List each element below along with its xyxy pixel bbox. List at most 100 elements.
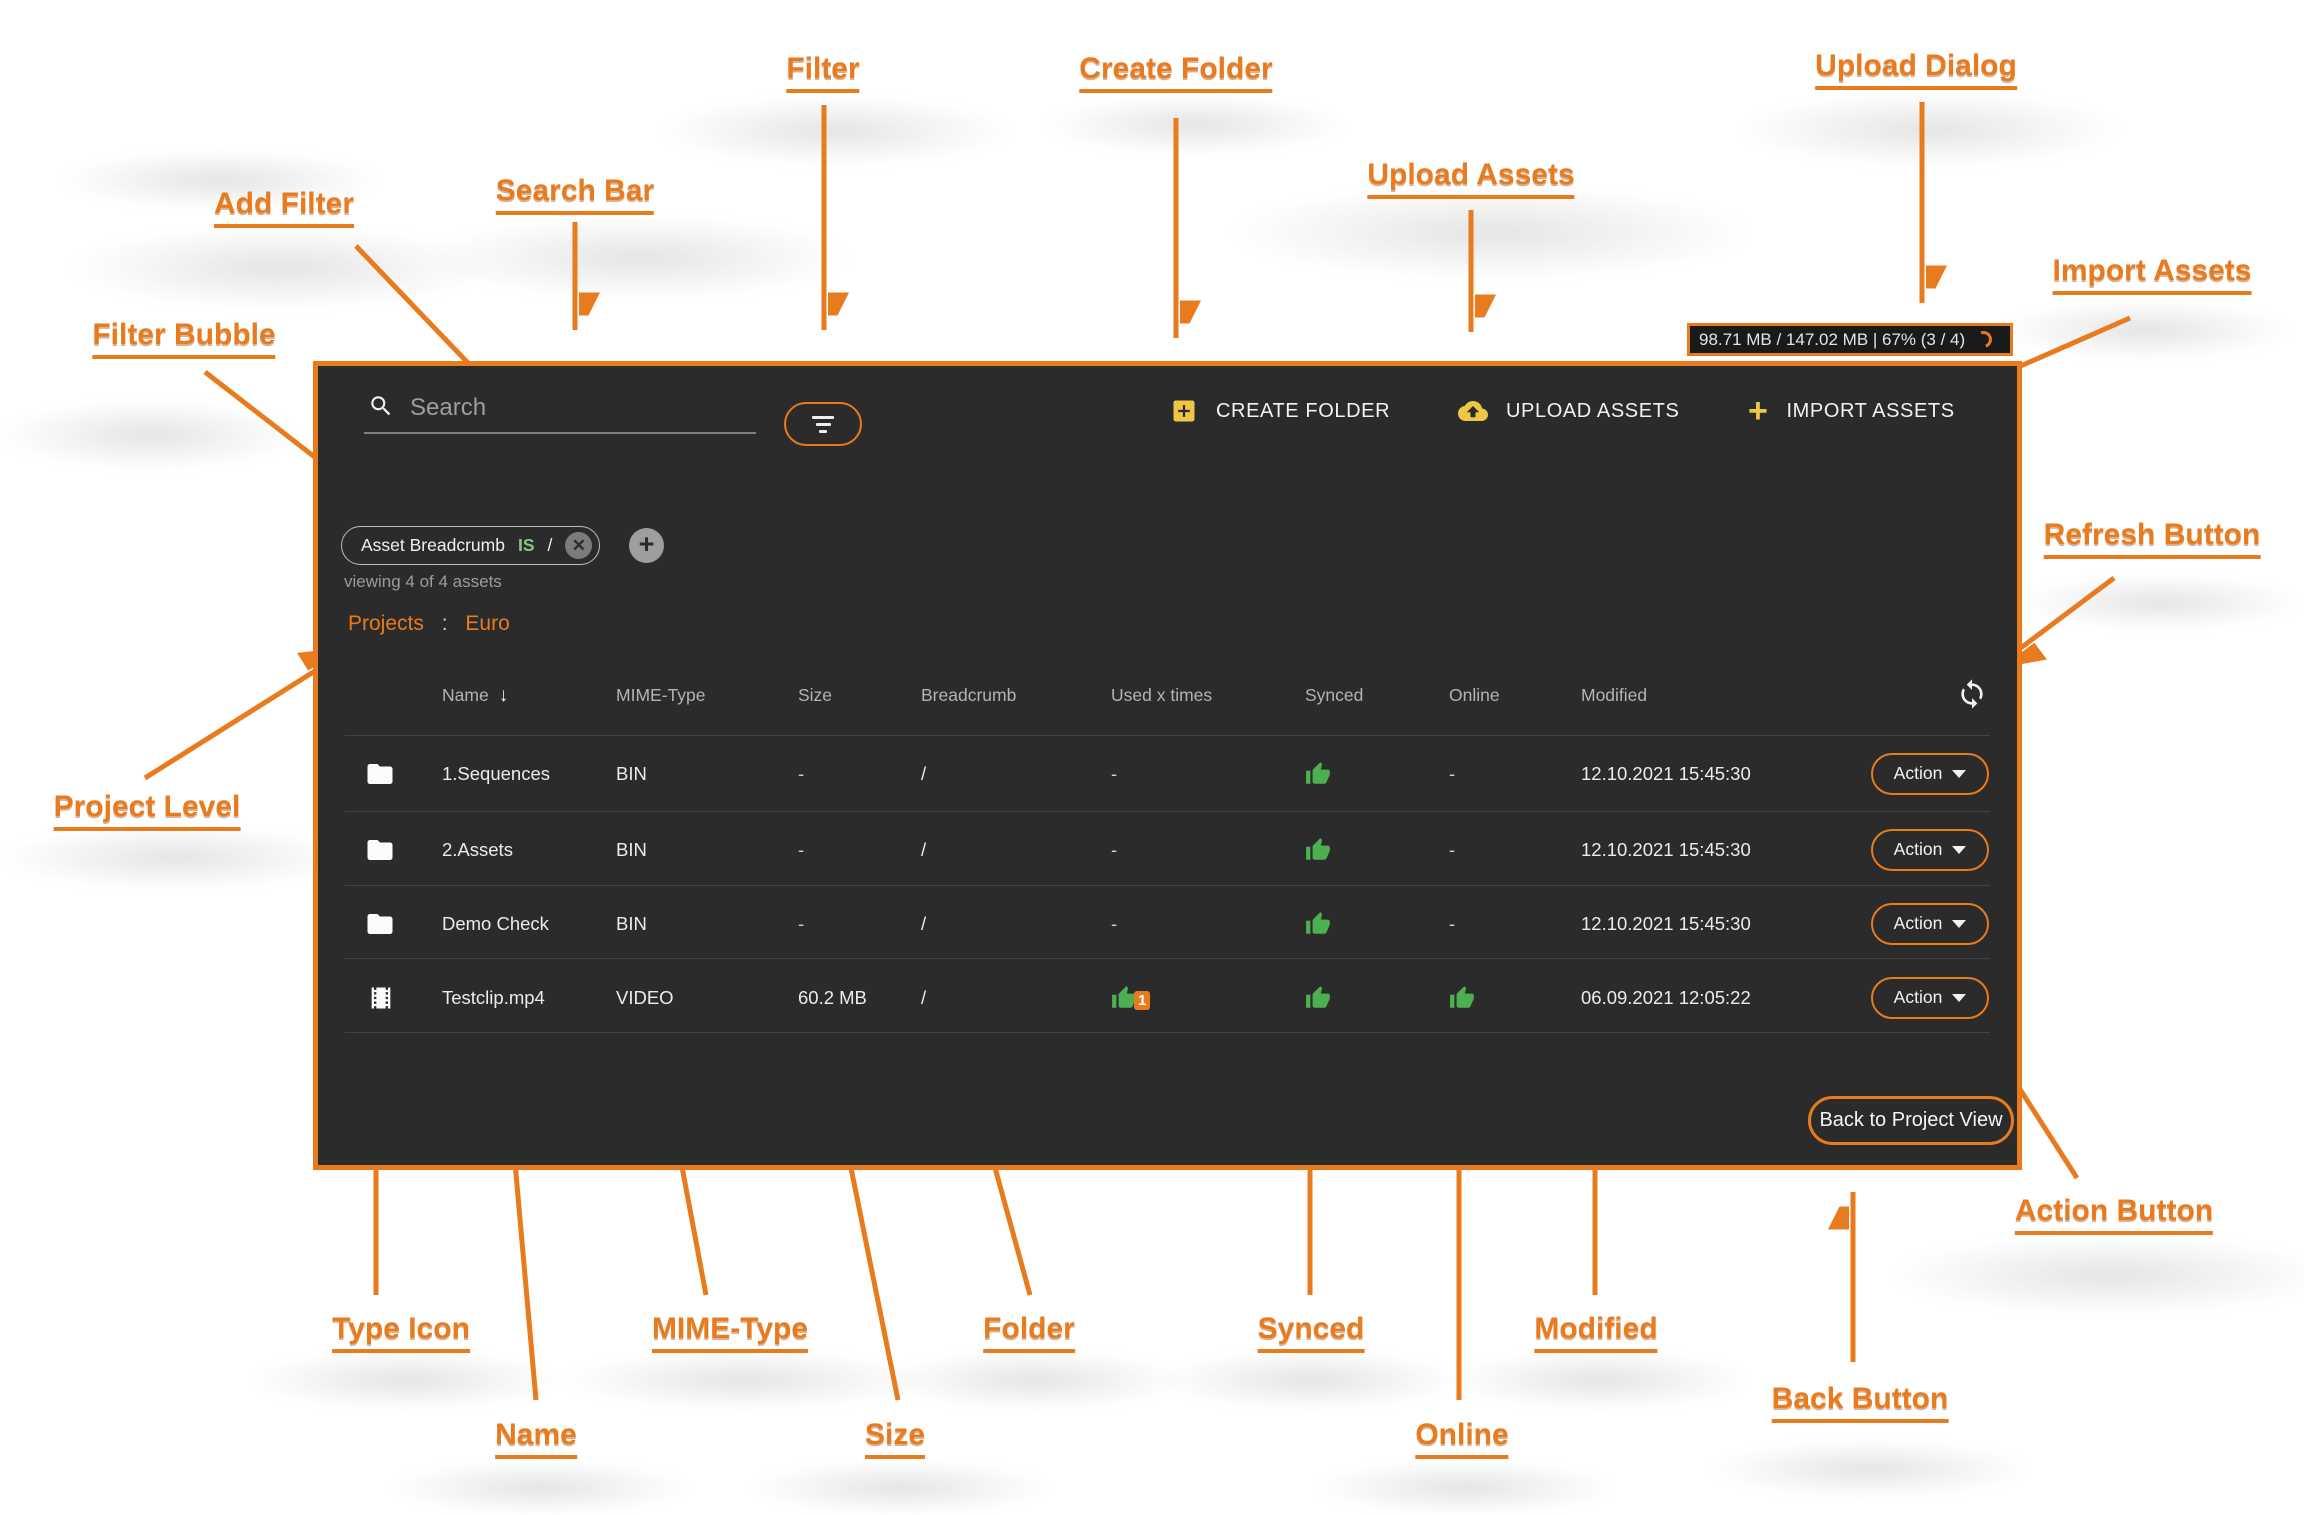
row-divider bbox=[345, 811, 1990, 812]
table-row[interactable]: Demo Check BIN - / - - 12.10.2021 15:45:… bbox=[318, 887, 2017, 961]
table-row[interactable]: Testclip.mp4 VIDEO 60.2 MB / 1 06.09.202… bbox=[318, 961, 2017, 1035]
label-upload-assets: Upload Assets bbox=[1367, 158, 1575, 199]
label-modified: Modified bbox=[1534, 1312, 1658, 1353]
shadow-blob bbox=[1315, 1460, 1615, 1515]
filter-bubble-value: / bbox=[547, 535, 553, 555]
label-upload-dialog: Upload Dialog bbox=[1815, 49, 2017, 90]
label-name: Name bbox=[495, 1418, 577, 1459]
caret-down-icon bbox=[1952, 846, 1967, 854]
filter-button[interactable] bbox=[784, 402, 862, 446]
breadcrumb-projects-link[interactable]: Projects bbox=[348, 612, 424, 635]
table-row[interactable]: 1.Sequences BIN - / - - 12.10.2021 15:45… bbox=[318, 737, 2017, 811]
online-thumbs-up-icon bbox=[1449, 985, 1475, 1011]
asset-mime: BIN bbox=[616, 763, 647, 784]
shadow-blob bbox=[70, 225, 490, 310]
asset-modified: 12.10.2021 15:45:30 bbox=[1581, 763, 1751, 784]
row-divider bbox=[345, 735, 1990, 736]
column-header-modified[interactable]: Modified bbox=[1581, 685, 1648, 705]
column-header-name[interactable]: Name↓ bbox=[442, 685, 509, 706]
folder-type-icon bbox=[365, 835, 395, 865]
refresh-icon bbox=[1961, 679, 1983, 709]
filter-bubble[interactable]: Asset Breadcrumb IS / ✕ bbox=[341, 526, 601, 565]
label-folder: Folder bbox=[983, 1312, 1075, 1353]
shadow-blob bbox=[1740, 92, 2120, 167]
shadow-blob bbox=[1045, 95, 1345, 155]
action-button[interactable]: Action bbox=[1871, 903, 1989, 945]
shadow-blob bbox=[1160, 1350, 1460, 1410]
shadow-blob bbox=[1230, 185, 1750, 280]
column-header-synced[interactable]: Synced bbox=[1305, 685, 1364, 705]
label-import-assets: Import Assets bbox=[2052, 254, 2252, 295]
filter-bubble-operator: IS bbox=[517, 535, 535, 555]
cloud-upload-icon bbox=[1458, 401, 1488, 421]
label-synced: Synced bbox=[1257, 1312, 1365, 1353]
caret-down-icon bbox=[1952, 994, 1967, 1002]
label-online: Online bbox=[1415, 1418, 1509, 1459]
synced-thumbs-up-icon bbox=[1305, 911, 1331, 937]
search-icon bbox=[371, 396, 391, 416]
asset-online: - bbox=[1449, 763, 1456, 784]
asset-breadcrumb: / bbox=[921, 763, 927, 784]
import-assets-label: IMPORT ASSETS bbox=[1786, 399, 1955, 422]
asset-size: - bbox=[798, 913, 805, 934]
asset-used: - bbox=[1111, 763, 1118, 784]
shadow-blob bbox=[430, 215, 850, 300]
asset-name: 2.Assets bbox=[442, 839, 513, 860]
shadow-blob bbox=[1450, 1350, 1750, 1410]
filter-bubble-field: Asset Breadcrumb bbox=[361, 535, 505, 555]
label-back-button: Back Button bbox=[1771, 1382, 1949, 1423]
asset-online: - bbox=[1449, 839, 1456, 860]
create-folder-label: CREATE FOLDER bbox=[1216, 399, 1391, 422]
folder-type-icon bbox=[365, 909, 395, 939]
refresh-button[interactable] bbox=[1956, 678, 1990, 712]
asset-mime: BIN bbox=[616, 913, 647, 934]
shadow-blob bbox=[390, 1460, 690, 1515]
label-project-level: Project Level bbox=[53, 790, 241, 831]
shadow-blob bbox=[565, 1350, 925, 1410]
column-header-size[interactable]: Size bbox=[798, 685, 833, 705]
caret-down-icon bbox=[1952, 920, 1967, 928]
shadow-blob bbox=[2000, 300, 2290, 360]
synced-thumbs-up-icon bbox=[1305, 985, 1331, 1011]
action-button[interactable]: Action bbox=[1871, 977, 1989, 1019]
create-folder-button[interactable]: CREATE FOLDER bbox=[1170, 392, 1390, 430]
upload-status-badge: 98.71 MB / 147.02 MB | 67% (3 / 4) bbox=[1687, 323, 2013, 356]
action-button[interactable]: Action bbox=[1871, 829, 1989, 871]
import-assets-button[interactable]: + IMPORT ASSETS bbox=[1748, 392, 1955, 430]
back-to-project-view-button[interactable]: Back to Project View bbox=[1808, 1096, 2014, 1145]
caret-down-icon bbox=[1952, 770, 1967, 778]
asset-modified: 12.10.2021 15:45:30 bbox=[1581, 913, 1751, 934]
asset-name: 1.Sequences bbox=[442, 763, 551, 784]
asset-size: - bbox=[798, 839, 805, 860]
label-add-filter: Add Filter bbox=[214, 187, 354, 228]
add-box-icon bbox=[1173, 400, 1195, 422]
column-header-used-x-times[interactable]: Used x times bbox=[1111, 685, 1213, 705]
column-header-online[interactable]: Online bbox=[1449, 685, 1500, 705]
upload-assets-button[interactable]: UPLOAD ASSETS bbox=[1458, 392, 1679, 430]
remove-filter-icon[interactable]: ✕ bbox=[565, 532, 593, 559]
video-type-icon bbox=[367, 984, 395, 1012]
asset-modified: 12.10.2021 15:45:30 bbox=[1581, 839, 1751, 860]
table-row[interactable]: 2.Assets BIN - / - - 12.10.2021 15:45:30… bbox=[318, 813, 2017, 887]
breadcrumb-separator: : bbox=[441, 612, 448, 635]
label-filter: Filter bbox=[786, 52, 860, 93]
label-type-icon: Type Icon bbox=[332, 1312, 470, 1353]
label-filter-bubble: Filter Bubble bbox=[92, 318, 276, 359]
action-button[interactable]: Action bbox=[1871, 753, 1989, 795]
asset-used: - bbox=[1111, 839, 1118, 860]
breadcrumb-current-link[interactable]: Euro bbox=[465, 612, 510, 635]
column-header-mime-type[interactable]: MIME-Type bbox=[616, 685, 706, 705]
row-divider bbox=[345, 958, 1990, 959]
label-create-folder: Create Folder bbox=[1079, 52, 1273, 93]
shadow-blob bbox=[2020, 575, 2300, 630]
search-input[interactable] bbox=[408, 393, 756, 423]
filter-lines-icon bbox=[812, 415, 834, 433]
asset-mime: VIDEO bbox=[616, 987, 674, 1008]
label-search-bar: Search Bar bbox=[495, 174, 655, 215]
add-filter-button[interactable]: + bbox=[629, 528, 664, 563]
column-header-breadcrumb[interactable]: Breadcrumb bbox=[921, 685, 1017, 705]
asset-modified: 06.09.2021 12:05:22 bbox=[1581, 987, 1751, 1008]
asset-mime: BIN bbox=[616, 839, 647, 860]
shadow-blob bbox=[1890, 1235, 2304, 1315]
